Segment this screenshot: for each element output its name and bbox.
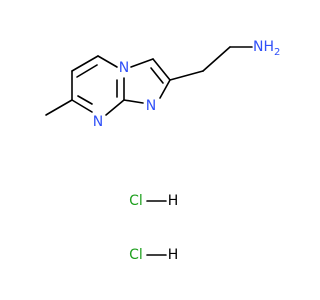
atom-amine: NH2 xyxy=(253,39,280,58)
hcl-2-chlorine: Cl xyxy=(129,247,143,263)
imidazole-ring-bonds xyxy=(123,58,171,104)
bond-c5-c6 xyxy=(71,55,99,72)
amine-subscript-2: 2 xyxy=(274,47,280,58)
atom-n-ring-lower: N xyxy=(93,114,103,130)
bond-c3-c2-double xyxy=(150,67,164,84)
bond-c5-c6-double xyxy=(76,64,98,78)
bond-c4-c7-double xyxy=(77,95,93,105)
amine-nh-text: NH xyxy=(253,39,274,55)
hcl-salt-2: Cl H xyxy=(129,247,178,263)
bond-c6-n4 xyxy=(97,55,118,68)
bond-n4-c3 xyxy=(130,58,154,68)
bond-n8-c8a xyxy=(105,99,125,116)
hcl-1-hydrogen: H xyxy=(168,193,179,209)
bond-ch2-ch2 xyxy=(202,46,231,72)
bond-c4-c7 xyxy=(71,99,93,113)
hcl-2-hydrogen: H xyxy=(168,247,179,263)
pyrimidine-ring-bonds xyxy=(45,55,125,116)
hcl-salt-1: Cl H xyxy=(129,193,178,209)
ethylamine-chain-bonds xyxy=(169,46,253,81)
atom-n-bridgehead: N xyxy=(119,60,129,76)
molecule-structure: N N N NH2 Cl H Cl H xyxy=(45,39,280,263)
bond-c3-c2 xyxy=(152,58,171,81)
bond-c2-n1 xyxy=(159,79,171,99)
atom-n-ring-upper: N xyxy=(146,98,156,114)
hcl-1-chlorine: Cl xyxy=(129,193,143,209)
bond-c2-ch2 xyxy=(169,70,204,81)
bond-c7-methyl xyxy=(45,99,73,116)
bond-n1-c8a xyxy=(123,99,144,104)
